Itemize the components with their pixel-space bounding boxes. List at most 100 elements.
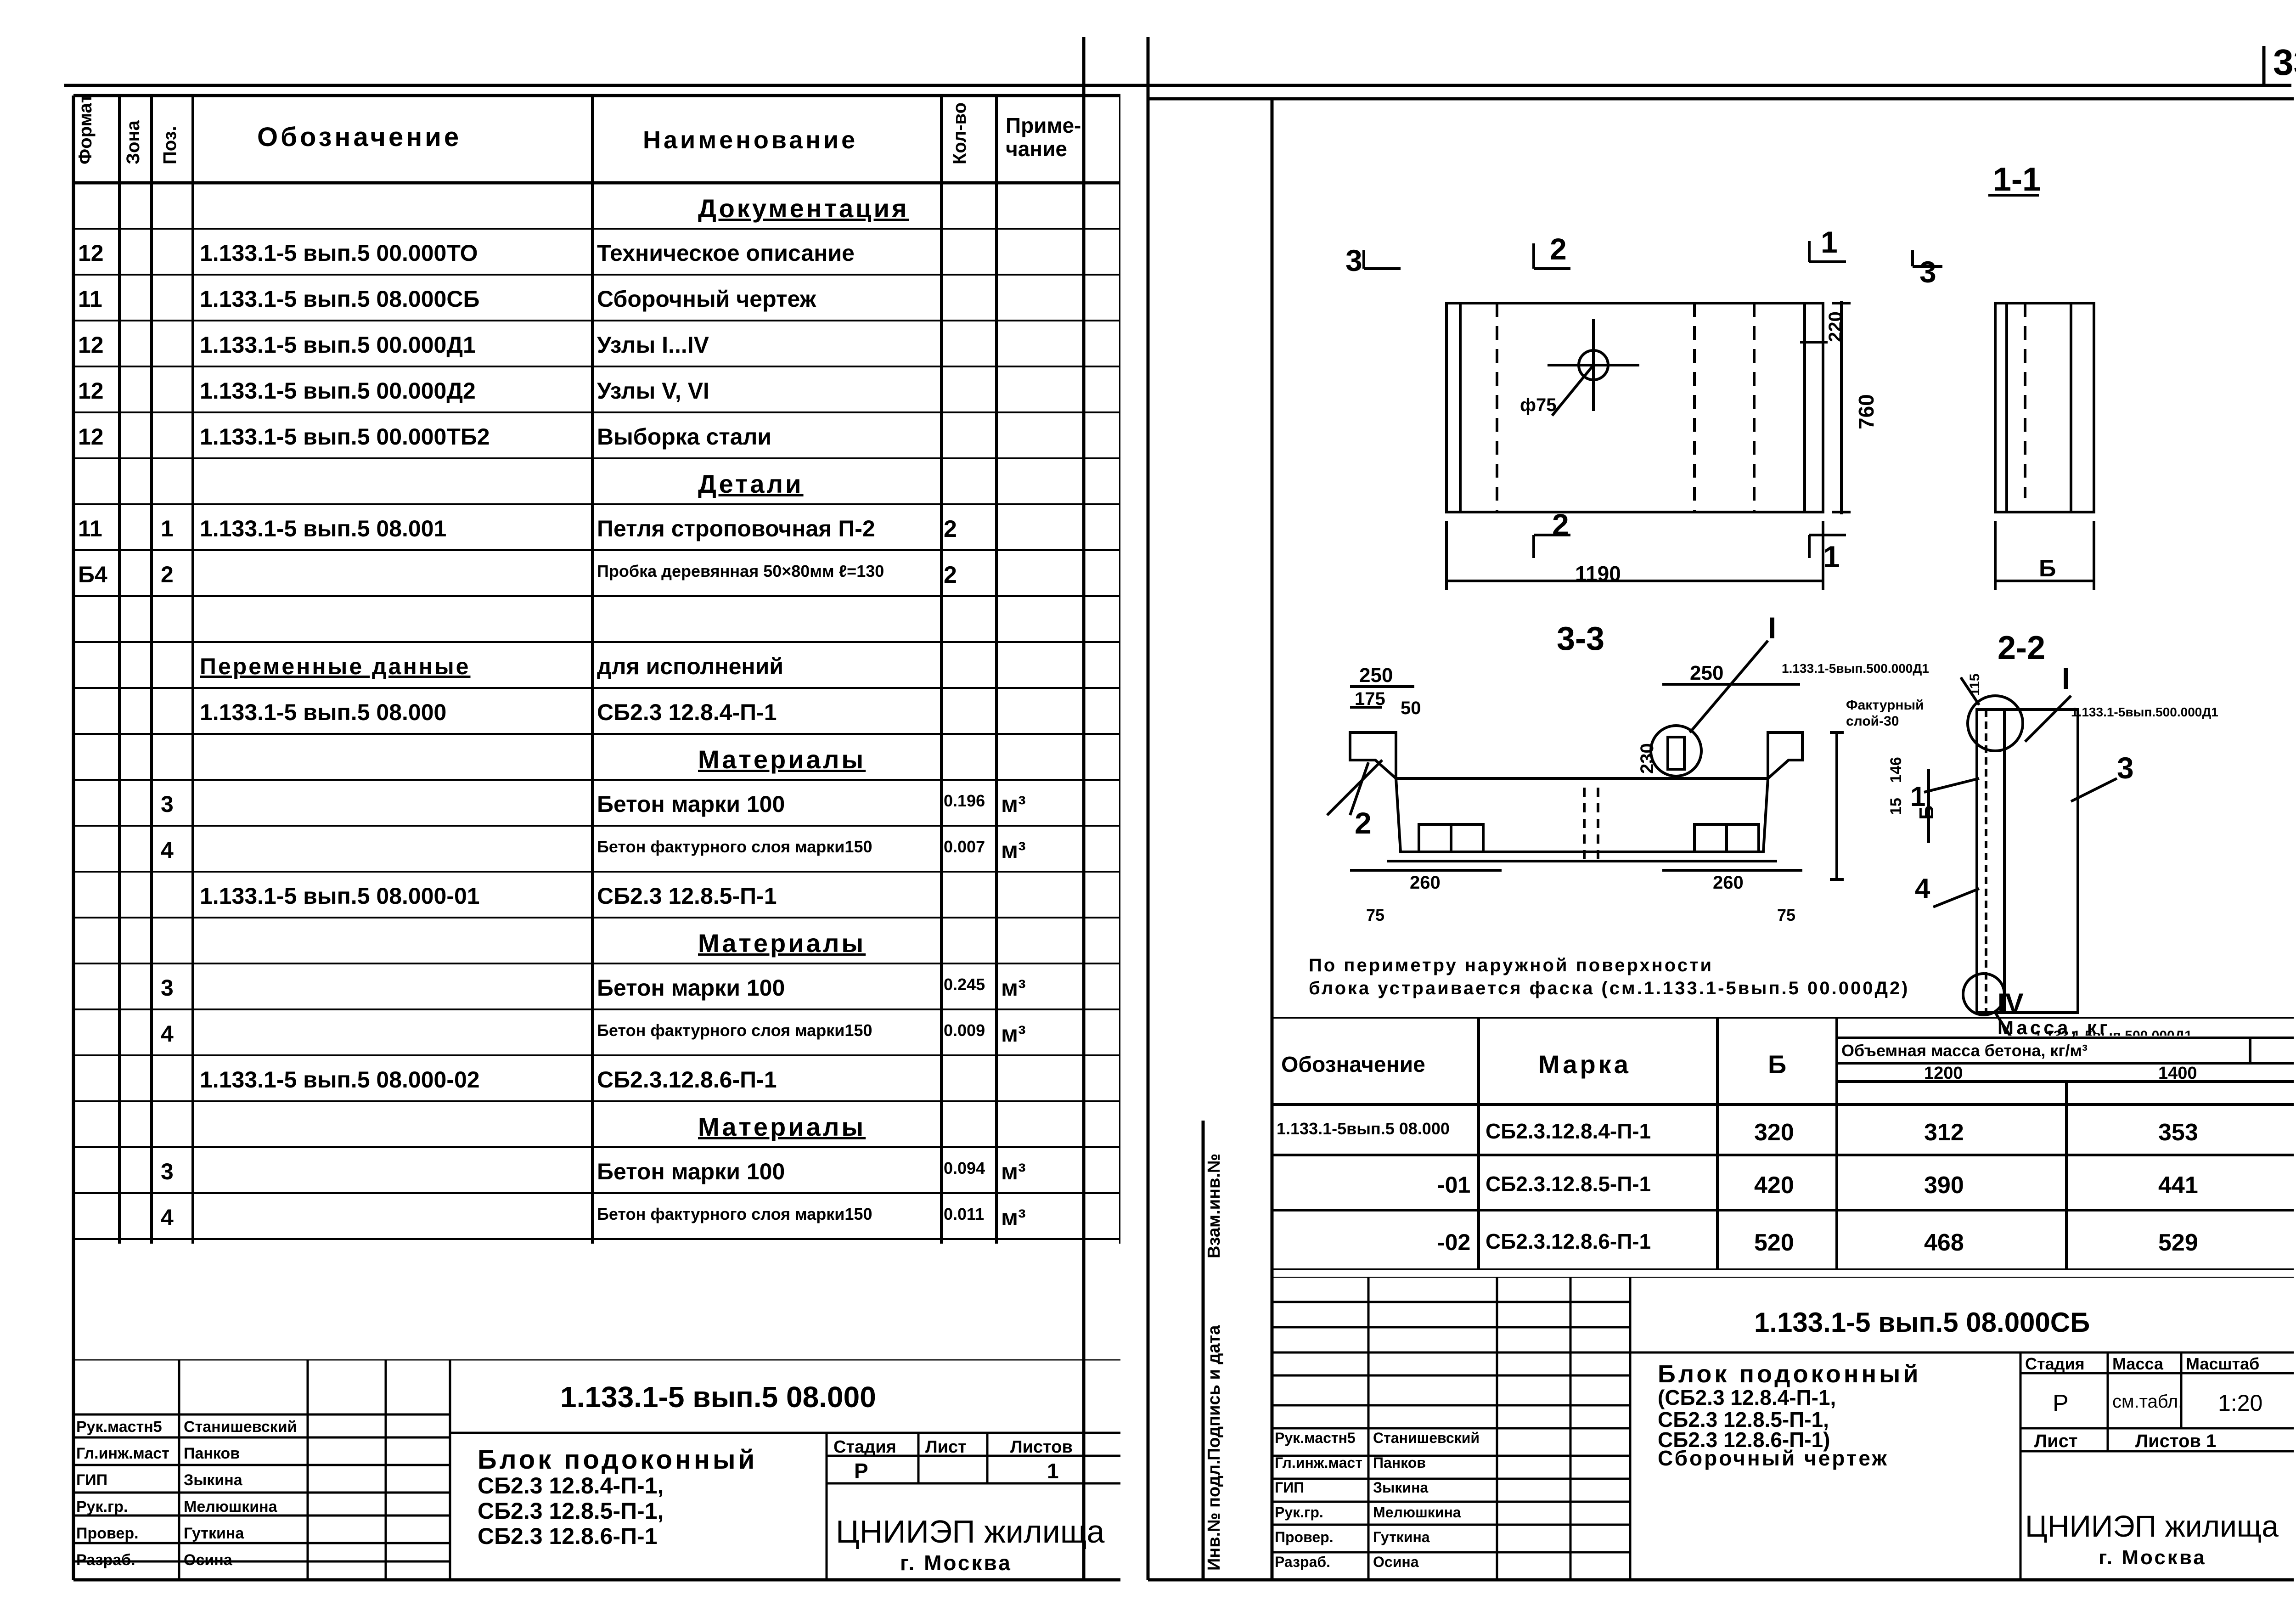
spec-cell-name: Бетон фактурного слоя марки150 [597, 1021, 872, 1040]
spec-cell-note: м³ [1001, 1205, 1026, 1230]
spec-grid [73, 96, 1120, 1244]
callout-fakturny-2: слой-30 [1846, 714, 1899, 729]
side-label-vzam: Взам.инв.№ [1204, 1153, 1224, 1258]
stamp-person-name: Мелюшкина [184, 1498, 277, 1516]
left-stamp-title-2: СБ2.3 12.8.5-П-1, [478, 1498, 664, 1524]
spec-cell-qty: 0.094 [944, 1159, 985, 1178]
left-stamp-city: г. Москва [900, 1551, 1012, 1575]
left-stamp-stage-hdr: Стадия [833, 1437, 896, 1457]
spec-cell-name: Техническое описание [597, 240, 855, 266]
cut-label-1-bottom: 1 [1823, 540, 1840, 574]
mass-cell-designation: -01 [1437, 1172, 1471, 1198]
left-stamp-title-0: Блок подоконный [478, 1445, 758, 1475]
mass-cell-1400: 353 [2158, 1119, 2198, 1146]
dim-760: 760 [1854, 394, 1878, 429]
cut-label-3-top: 3 [1345, 243, 1362, 277]
spec-cell-designation: Переменные данные [200, 654, 471, 679]
side-label-inv-podl: Инв.№ подл. [1204, 1459, 1224, 1571]
right-stamp-scale-hdr: Масштаб [2186, 1354, 2260, 1373]
mass-cell-1400: 529 [2158, 1229, 2198, 1256]
col-header-pos: Поз. [160, 126, 180, 164]
stamp-person-name: Гуткина [184, 1525, 244, 1542]
col-header-zone: Зона [123, 120, 143, 164]
stamp-role: ГИП [1275, 1479, 1305, 1496]
stamp-role: Рук.мастн5 [76, 1418, 162, 1436]
dim-250-right: 250 [1690, 662, 1723, 684]
right-stamp-title-0: Блок подоконный [1658, 1360, 1921, 1388]
stamp-role: Разраб. [76, 1551, 135, 1569]
spec-cell-format: 12 [78, 378, 104, 404]
spec-cell-qty: 0.196 [944, 791, 985, 810]
spec-cell-name: Материалы [698, 929, 866, 958]
spec-cell-name: Бетон фактурного слоя марки150 [597, 1205, 872, 1223]
pos-mark-4: 4 [1915, 873, 1930, 904]
dim-175: 175 [1355, 689, 1385, 709]
stamp-person-name: Гуткина [1373, 1529, 1430, 1545]
left-stamp-code: 1.133.1-5 вып.5 08.000 [560, 1380, 876, 1414]
spec-cell-name: Бетон марки 100 [597, 791, 785, 817]
spec-cell-pos: 4 [161, 1021, 174, 1047]
pos-mark-1: 1 [1910, 781, 1925, 812]
spec-cell-format: 11 [78, 286, 102, 312]
dim-220: 220 [1825, 311, 1846, 342]
cut-label-2-bottom: 2 [1552, 507, 1569, 541]
mass-header-designation: Обозначение [1281, 1053, 1425, 1077]
specification-table: Формат Зона Поз. Обозначение Наименовани… [73, 94, 1120, 1244]
spec-cell-designation: 1.133.1-5 вып.5 00.000Д1 [200, 332, 476, 358]
mass-table-grid [1272, 1017, 2294, 1270]
pos-mark-3: 3 [2117, 751, 2134, 785]
mass-cell-1200: 312 [1924, 1119, 1964, 1146]
right-stamp-title-4: Сборочный чертеж [1658, 1446, 1889, 1470]
right-stamp-mass: см.табл. [2112, 1392, 2183, 1412]
dim-1190: 1190 [1575, 562, 1621, 586]
dim-50: 50 [1401, 698, 1421, 718]
col-header-designation: Обозначение [257, 122, 462, 152]
stamp-role: Гл.инж.маст [1275, 1454, 1362, 1471]
col-header-qty: Кол-во [950, 102, 970, 164]
spec-cell-designation: 1.133.1-5 вып.5 08.000СБ [200, 286, 480, 312]
col-header-note: Приме-чание [1006, 113, 1081, 161]
spec-cell-name: Бетон марки 100 [597, 975, 785, 1001]
stamp-person-name: Станишевский [184, 1418, 297, 1436]
right-stamp-mass-hdr: Масса [2112, 1354, 2163, 1373]
spec-cell-name: Выборка стали [597, 424, 772, 450]
section-title-3-3: 3-3 [1557, 620, 1604, 657]
spec-cell-qty: 2 [944, 516, 957, 542]
spec-cell-format: 11 [78, 516, 102, 541]
callout-node-I-b: 1.133.1-5вып.500.000Д1 [2071, 705, 2218, 719]
spec-cell-designation: 1.133.1-5 вып.5 08.000-01 [200, 883, 480, 909]
spec-cell-designation: 1.133.1-5 вып.5 00.000ТБ2 [200, 424, 490, 450]
left-stamp-org: ЦНИИЭП жилища [836, 1514, 1105, 1549]
col-header-name: Наименование [643, 126, 858, 154]
stamp-role: Разраб. [1275, 1554, 1331, 1570]
spec-cell-designation: 1.133.1-5 вып.5 08.001 [200, 516, 447, 541]
mass-cell-b: 420 [1754, 1172, 1794, 1199]
left-stamp-sheet-hdr: Лист [925, 1437, 967, 1457]
front-view-outline [1445, 302, 1824, 513]
spec-cell-name: СБ2.3 12.8.4-П-1 [597, 699, 777, 725]
spec-cell-pos: 3 [161, 1159, 174, 1184]
pos-mark-2: 2 [1355, 806, 1372, 840]
side-label-podpis: Подпись и дата [1204, 1325, 1224, 1460]
spec-cell-name: Документация [698, 194, 909, 223]
mass-cell-1200: 390 [1924, 1172, 1964, 1199]
mass-header-1400: 1400 [2158, 1064, 2197, 1083]
spec-cell-note: м³ [1001, 1159, 1026, 1184]
stamp-person-name: Зыкина [184, 1471, 242, 1489]
spec-cell-name: Бетон марки 100 [597, 1159, 785, 1184]
left-stamp-sheets: 1 [1047, 1459, 1059, 1483]
spec-cell-name: для исполнений [597, 654, 784, 679]
stamp-role: Рук.мастн5 [1275, 1430, 1356, 1446]
spec-cell-pos: 3 [161, 791, 174, 817]
spec-cell-name: Материалы [698, 745, 866, 774]
right-stamp-code: 1.133.1-5 вып.5 08.000СБ [1754, 1307, 2090, 1338]
callout-node-IV: 1.133.1-5вып.500.000Д1 [2034, 1028, 2192, 1036]
dim-230: 230 [1637, 743, 1657, 774]
note-line-1: По периметру наружной поверхности [1309, 955, 1713, 975]
cut-label-1-top: 1 [1821, 225, 1838, 259]
left-stamp-title-1: СБ2.3 12.8.4-П-1, [478, 1473, 664, 1499]
stamp-person-name: Станишевский [1373, 1430, 1480, 1446]
right-stamp-stage: Р [2053, 1390, 2069, 1417]
spec-cell-designation: 1.133.1-5 вып.5 00.000Д2 [200, 378, 476, 404]
